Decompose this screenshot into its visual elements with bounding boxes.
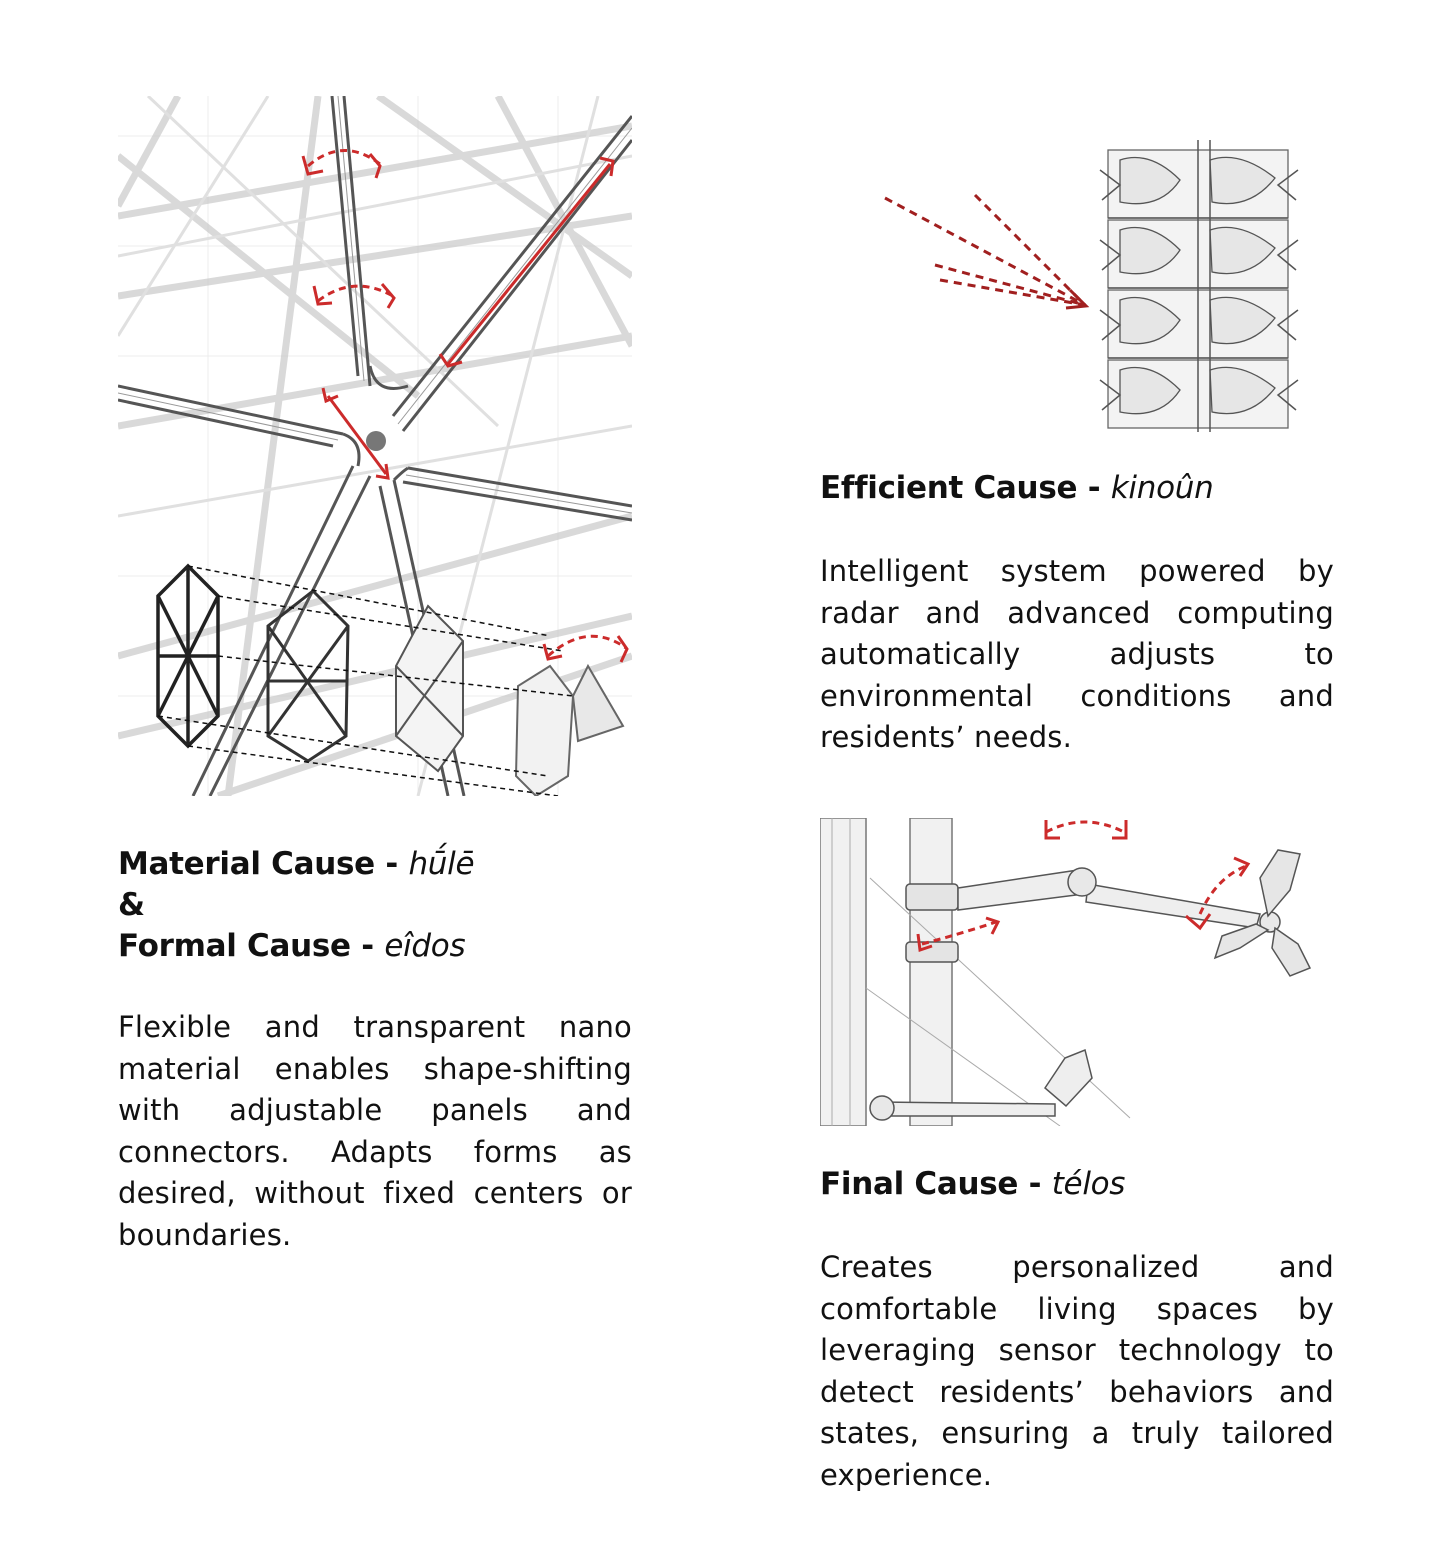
- final-cause-title: Final Cause - télos: [820, 1164, 1334, 1205]
- material-cause-title: Material Cause - hū́lē: [118, 844, 632, 885]
- ampersand: &: [118, 887, 145, 923]
- material-cause-label: Material Cause -: [118, 846, 409, 882]
- final-cause-greek: télos: [1051, 1166, 1126, 1202]
- material-cause-greek: hū́lē: [408, 846, 475, 882]
- articulated-arm-illustration: [820, 818, 1314, 1126]
- efficient-cause-greek: kinoûn: [1110, 470, 1214, 506]
- formal-cause-title: Formal Cause - eîdos: [118, 926, 632, 967]
- formal-cause-greek: eîdos: [384, 928, 466, 964]
- efficient-cause-title: Efficient Cause - kinoûn: [820, 468, 1334, 509]
- final-cause-label: Final Cause -: [820, 1166, 1052, 1202]
- formal-cause-label: Formal Cause -: [118, 928, 385, 964]
- efficient-cause-label: Efficient Cause -: [820, 470, 1111, 506]
- efficient-cause-description: Intelligent system powered by radar and …: [820, 554, 1334, 754]
- material-formal-description: Flexible and transparent nano material e…: [118, 1010, 632, 1252]
- node-joint-structure-illustration: [118, 96, 632, 796]
- facade-panel-stack-illustration: [880, 140, 1310, 432]
- final-cause-description: Creates personalized and comfortable liv…: [820, 1250, 1334, 1492]
- material-formal-heading: Material Cause - hū́lē & Formal Cause - …: [118, 844, 632, 967]
